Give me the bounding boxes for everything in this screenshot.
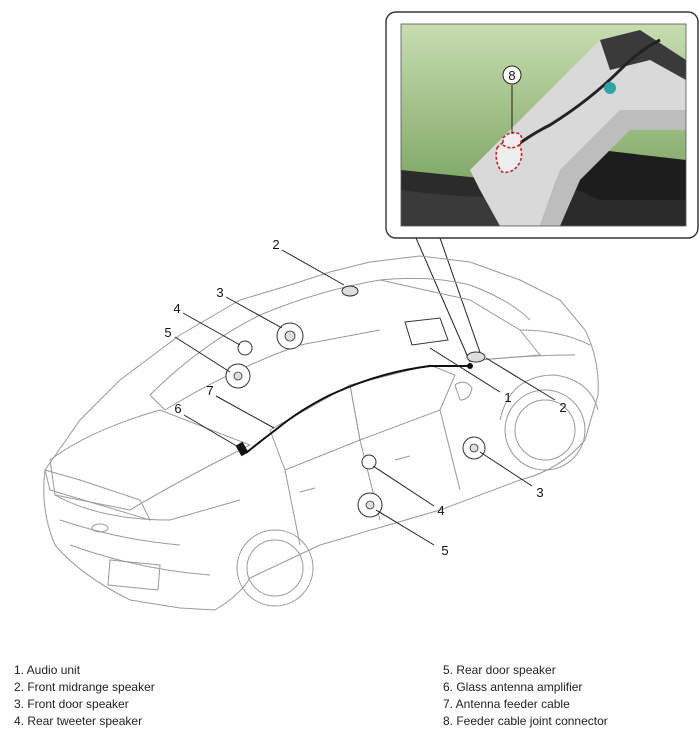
callout-5-bottom: 5 <box>441 543 448 558</box>
legend-item: 5. Rear door speaker <box>443 663 556 677</box>
callout-2-top: 2 <box>272 237 279 252</box>
legend-item: 6. Glass antenna amplifier <box>443 680 583 694</box>
legend-item: 1. Audio unit <box>14 663 81 677</box>
callout-4-bottom: 4 <box>437 503 444 518</box>
legend-item: 3. Front door speaker <box>14 697 129 711</box>
legend-item: 2. Front midrange speaker <box>14 680 155 694</box>
callout-4-top: 4 <box>173 301 180 316</box>
legend-item: 7. Antenna feeder cable <box>443 697 570 711</box>
callout-2-right: 2 <box>559 400 566 415</box>
inset-callout-8: 8 <box>508 68 515 83</box>
callout-3-top: 3 <box>216 285 223 300</box>
components <box>225 285 486 518</box>
callout-1: 1 <box>504 390 511 405</box>
leader-lines <box>174 249 556 546</box>
callout-3-right: 3 <box>536 485 543 500</box>
speaker-layout-diagram: 8 <box>43 11 699 611</box>
inset-detail-photo: 8 <box>385 11 699 239</box>
callout-6: 6 <box>174 401 181 416</box>
callout-5-top: 5 <box>164 325 171 340</box>
legend-right: 5. Rear door speaker 6. Glass antenna am… <box>443 662 608 730</box>
callout-labels: 2 3 4 5 7 6 1 2 3 4 5 <box>164 237 566 558</box>
legend-item: 8. Feeder cable joint connector <box>443 714 608 728</box>
callout-7: 7 <box>206 383 213 398</box>
car-outline <box>43 255 599 611</box>
legend-item: 4. Rear tweeter speaker <box>14 714 143 728</box>
legend-left: 1. Audio unit 2. Front midrange speaker … <box>14 662 155 730</box>
